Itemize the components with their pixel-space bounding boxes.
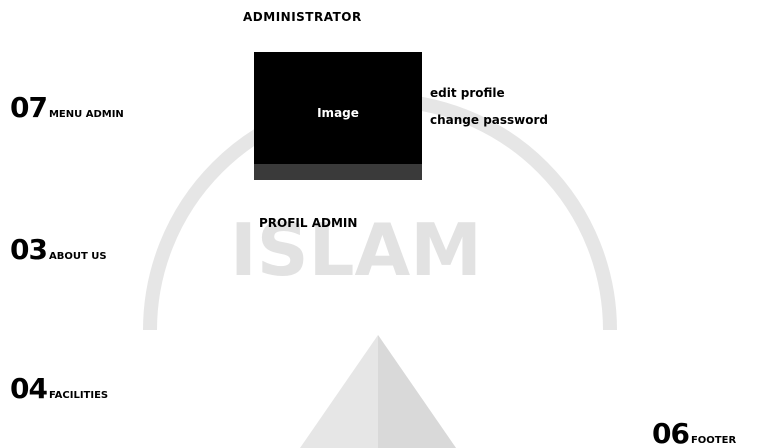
nav-footer[interactable]: 06 FOOTER (652, 420, 736, 448)
profile-image-label: Image (317, 106, 359, 120)
change-password-link[interactable]: change password (430, 113, 549, 127)
profile-image: Image (254, 52, 422, 180)
profile-image-bar (254, 164, 422, 180)
nav-footer-number: 06 (652, 417, 690, 448)
nav-footer-label: FOOTER (690, 435, 737, 446)
nav-facilities[interactable]: 04 FACILITIES (10, 375, 108, 403)
nav-menu-admin[interactable]: 07 MENU ADMIN (10, 94, 124, 122)
nav-about-us-number: 03 (10, 233, 48, 266)
profil-admin-label: PROFIL ADMIN (259, 216, 358, 230)
edit-profile-link[interactable]: edit profile (430, 86, 505, 100)
nav-facilities-number: 04 (10, 372, 48, 405)
nav-about-us[interactable]: 03 ABOUT US (10, 236, 107, 264)
nav-about-us-label: ABOUT US (48, 251, 107, 262)
nav-menu-admin-number: 07 (10, 91, 48, 124)
nav-menu-admin-label: MENU ADMIN (48, 109, 124, 120)
nav-facilities-label: FACILITIES (48, 390, 109, 401)
page-title: ADMINISTRATOR (243, 10, 362, 24)
